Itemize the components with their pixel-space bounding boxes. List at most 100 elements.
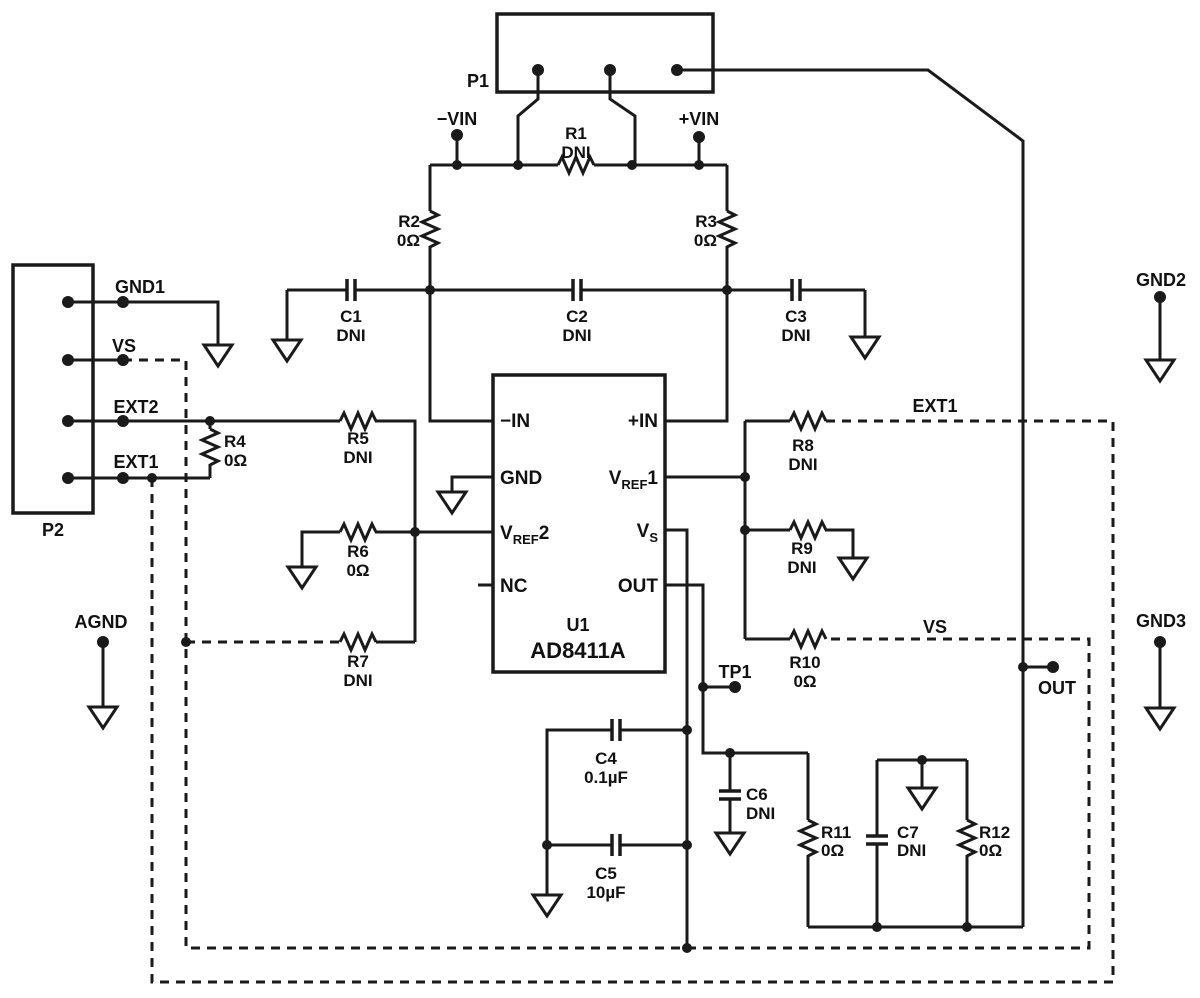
r12-value: 0Ω: [979, 841, 1002, 860]
r6-value: 0Ω: [346, 561, 369, 580]
r11-ref: R11: [821, 823, 851, 842]
junction-dot: [682, 943, 692, 953]
pin-label-out: OUT: [618, 576, 659, 597]
pin-vref1-sub: REF: [621, 477, 647, 492]
resistor-r7: [338, 632, 378, 652]
resistor-r8: [788, 411, 828, 431]
p1-label: P1: [467, 71, 489, 91]
vs-signal-label: VS: [112, 336, 136, 356]
ic-ref-label: U1: [566, 615, 589, 635]
out-terminal-dot: [1047, 661, 1059, 673]
vs-signal-dot: [117, 354, 129, 366]
capacitor-c2: [571, 277, 583, 303]
c4-value: 0.1µF: [584, 768, 628, 787]
p2-label: P2: [42, 520, 64, 540]
agnd-terminal-dot: [97, 636, 109, 648]
resistor-r11: [798, 818, 818, 858]
junction-dot: [410, 527, 420, 537]
r4-value: 0Ω: [224, 451, 247, 470]
pin-label-pos-in: +IN: [628, 411, 658, 432]
c7-ref: C7: [897, 823, 919, 842]
ground-icon-r9: [837, 556, 869, 581]
capacitor-c4: [610, 717, 622, 743]
junction-dot: [698, 682, 708, 692]
junction-dot: [1018, 662, 1028, 672]
agnd-label: AGND: [75, 612, 128, 632]
ext1-signal-label: EXT1: [113, 452, 158, 472]
wire-cap-rail: [285, 288, 867, 340]
out-terminal-label: OUT: [1038, 678, 1076, 698]
c7-value: DNI: [897, 841, 926, 860]
junction-dot: [694, 160, 704, 170]
c5-ref: C5: [595, 864, 617, 883]
tp1-label: TP1: [718, 662, 751, 682]
ext2-signal-label: EXT2: [113, 397, 158, 417]
c2-ref: C2: [566, 307, 588, 326]
ground-icon-c6: [714, 831, 746, 856]
gnd3-terminal-dot: [1154, 636, 1166, 648]
c6-value: DNI: [746, 804, 775, 823]
junction-dots: [62, 64, 1166, 953]
r9-ref: R9: [791, 539, 813, 558]
neg-vin-label: −VIN: [437, 109, 478, 129]
pin-vref1-num: 1: [647, 468, 658, 489]
p2-connector-box: [11, 263, 95, 515]
capacitor-c1: [345, 277, 357, 303]
r5-ref: R5: [347, 429, 369, 448]
c3-ref: C3: [785, 307, 807, 326]
capacitor-c6: [717, 789, 743, 801]
ground-icon-c7: [906, 786, 938, 811]
wire-vs-net-dashed: [123, 358, 1091, 950]
junction-dot: [872, 922, 882, 932]
junction-dot: [452, 160, 462, 170]
pin-vref1-base: V: [609, 468, 622, 489]
junction-dot: [513, 160, 523, 170]
junction-dot: [682, 725, 692, 735]
p2-pin-dot: [62, 472, 74, 484]
r11-value: 0Ω: [821, 841, 844, 860]
pin-vs-base: V: [637, 521, 650, 542]
ground-icon-c1: [271, 338, 303, 363]
resistor-r12: [957, 818, 977, 858]
pin-label-gnd: GND: [500, 468, 542, 489]
wire-p1-and-top-rail: [428, 68, 1025, 927]
ic-part-label: AD8411A: [530, 638, 626, 663]
r10-value: 0Ω: [793, 672, 816, 691]
r2-value: 0Ω: [397, 231, 420, 250]
resistor-r2: [420, 209, 440, 249]
p1-pin-dot: [604, 64, 616, 76]
wire-ext1-net-dashed: [150, 419, 1115, 984]
gnd1-signal-dot: [117, 296, 129, 308]
c1-ref: C1: [340, 307, 362, 326]
p2-pin-dot: [62, 354, 74, 366]
wire-right-section: [545, 419, 1053, 948]
r10-ref: R10: [789, 653, 820, 672]
junction-dot: [962, 922, 972, 932]
dashed-net-wires: [123, 358, 1115, 984]
resistor-r9: [788, 520, 828, 540]
junction-dot: [725, 748, 735, 758]
c1-value: DNI: [336, 326, 365, 345]
r9-value: DNI: [787, 558, 816, 577]
r8-ref: R8: [792, 436, 814, 455]
gnd1-label: GND1: [115, 277, 165, 297]
junction-dot: [205, 416, 215, 426]
ext1-signal-dot: [117, 472, 129, 484]
solid-wires: [68, 68, 1162, 948]
gnd2-terminal-dot: [1154, 291, 1166, 303]
ground-icon-r6: [286, 565, 318, 590]
resistor-r4: [200, 427, 220, 467]
pin-vref2-sub: REF: [513, 532, 539, 547]
capacitor-c5: [610, 832, 622, 858]
ground-icon-gnd2: [1144, 358, 1176, 383]
ground-icon-ic-gnd: [436, 490, 468, 515]
r12-ref: R12: [979, 823, 1010, 842]
junction-dot: [740, 472, 750, 482]
capacitor-c3: [790, 277, 802, 303]
p1-pin-dot: [532, 64, 544, 76]
p2-pin-dot: [62, 415, 74, 427]
r5-value: DNI: [343, 448, 372, 467]
c2-value: DNI: [562, 326, 591, 345]
junction-dot: [740, 525, 750, 535]
